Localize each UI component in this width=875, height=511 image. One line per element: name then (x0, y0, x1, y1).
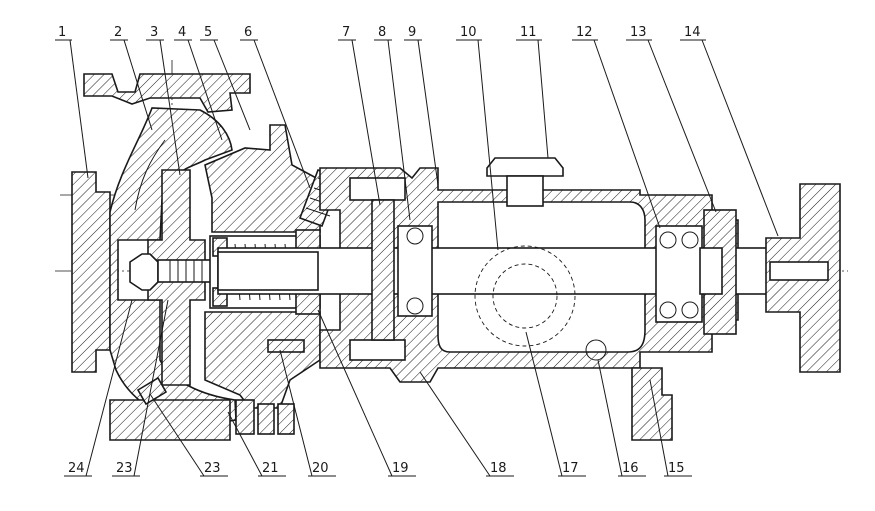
oil-filler-neck (506, 175, 544, 207)
foot-bolt-2 (257, 403, 275, 435)
casing-foot (109, 399, 231, 441)
impeller-nut (129, 253, 159, 291)
callout-2: 2 (114, 25, 122, 40)
callout-14: 14 (684, 25, 701, 40)
impeller-bolt (157, 259, 219, 283)
outer-ball-2 (681, 231, 699, 249)
callout-1: 1 (58, 25, 66, 40)
leader-11b (537, 39, 549, 159)
callout-18: 18 (490, 461, 507, 476)
callout-11: 11 (520, 25, 537, 40)
oil-sight-glass-inner (492, 263, 558, 329)
leader-7b (351, 39, 381, 206)
outer-ball-4 (681, 301, 699, 319)
leader-8b (387, 39, 411, 221)
leader-16b (597, 359, 623, 477)
callout-16: 16 (622, 461, 639, 476)
leader-18b (419, 371, 491, 477)
outer-ball-3 (659, 301, 677, 319)
callout-3: 3 (150, 25, 158, 40)
callout-19: 19 (392, 461, 409, 476)
callout-7: 7 (342, 25, 350, 40)
callout-12: 12 (576, 25, 593, 40)
callout-5: 5 (204, 25, 212, 40)
gland-bolt-20 (267, 339, 305, 353)
bolt-thread (169, 260, 203, 282)
callout-23a: 23 (116, 461, 133, 476)
support-foot (631, 367, 673, 441)
callout-17: 17 (562, 461, 579, 476)
leader-20b (279, 349, 313, 477)
leader-4b (187, 39, 223, 141)
leader-19b (317, 309, 393, 477)
leader-5b (213, 39, 251, 131)
coupling-keyway (769, 261, 829, 281)
drain-plug (585, 339, 607, 361)
drain-plug-23 (136, 376, 168, 406)
callout-8: 8 (378, 25, 386, 40)
callout-13: 13 (630, 25, 647, 40)
pump-cover (204, 124, 321, 233)
callout-4: 4 (178, 25, 186, 40)
callout-24: 24 (68, 461, 85, 476)
callout-21: 21 (262, 461, 279, 476)
leader-3b (159, 39, 181, 176)
leader-10b (477, 39, 499, 251)
inner-bearing (397, 225, 433, 317)
leader-21b (227, 411, 263, 477)
leader-9b (417, 39, 439, 186)
oil-sight-glass-outer (474, 245, 576, 347)
leader-24b (85, 299, 133, 477)
outer-ball-1 (659, 231, 677, 249)
callout-10: 10 (460, 25, 477, 40)
leader-6b (253, 39, 311, 189)
lock-nut (699, 247, 723, 295)
leader-14b (701, 39, 779, 237)
outer-bearing (655, 225, 703, 323)
leader-23bb (149, 393, 205, 477)
top-callouts: 1 2 3 4 5 6 7 8 9 10 11 12 (55, 25, 779, 251)
leader-15b (649, 379, 669, 477)
leader-23ab (133, 299, 169, 477)
callout-23b: 23 (204, 461, 221, 476)
discharge-flange (83, 73, 251, 113)
inner-bearing-ball-bottom (406, 297, 424, 315)
callout-9: 9 (408, 25, 416, 40)
bearing-cover-left (371, 199, 395, 341)
bottom-callouts: 24 23 23 21 20 19 18 17 16 15 (64, 299, 692, 477)
pump-drawing (55, 60, 848, 441)
leader-13b (647, 39, 717, 213)
pump-cover-lower (204, 311, 321, 409)
frame-cavity-b (349, 339, 406, 361)
leader-12b (593, 39, 661, 229)
oil-filler-cap (486, 157, 564, 177)
callout-15: 15 (668, 461, 685, 476)
shaft-sleeve (217, 251, 319, 291)
leader-17b (525, 331, 563, 477)
callout-20: 20 (312, 461, 329, 476)
callout-6: 6 (244, 25, 252, 40)
volute-inner-line (134, 139, 166, 211)
leader-1b (69, 39, 89, 179)
leader-2b (123, 39, 153, 131)
suction-flange (71, 171, 111, 373)
foot-bolt-1 (235, 399, 255, 435)
inner-bearing-ball-top (406, 227, 424, 245)
foot-bolt-3 (277, 403, 295, 435)
